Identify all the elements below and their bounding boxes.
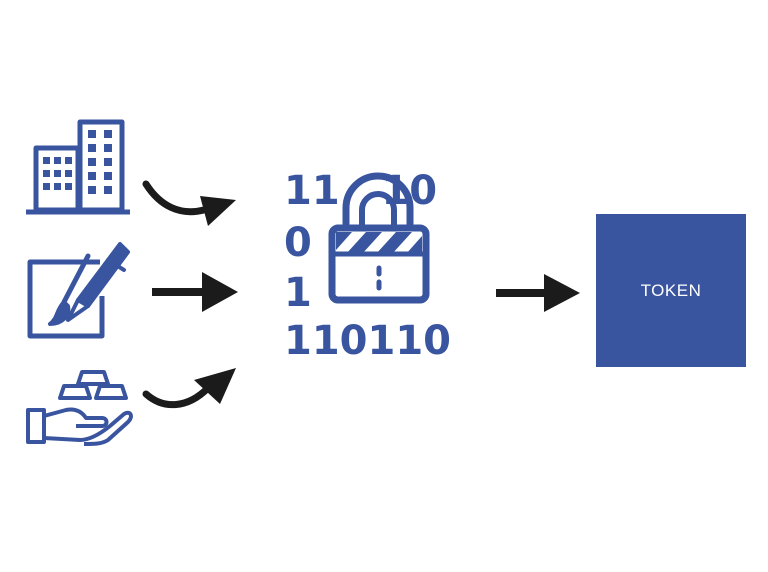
padlock [326, 172, 432, 310]
token-box: TOKEN [596, 214, 746, 367]
curved-arrow-top [142, 180, 236, 226]
gold-bars-hand-icon [26, 370, 133, 446]
binary-row-4: 110110 [284, 318, 451, 360]
curved-arrow-bottom [142, 368, 236, 409]
token-label: TOKEN [640, 280, 702, 300]
artwork-icon [27, 242, 130, 339]
buildings-icon [26, 119, 130, 215]
encrypted-lock-icon: 11 10 0 1 1 0 110110 [284, 170, 451, 360]
straight-arrow-right [496, 274, 580, 312]
straight-arrow-middle [152, 272, 238, 312]
